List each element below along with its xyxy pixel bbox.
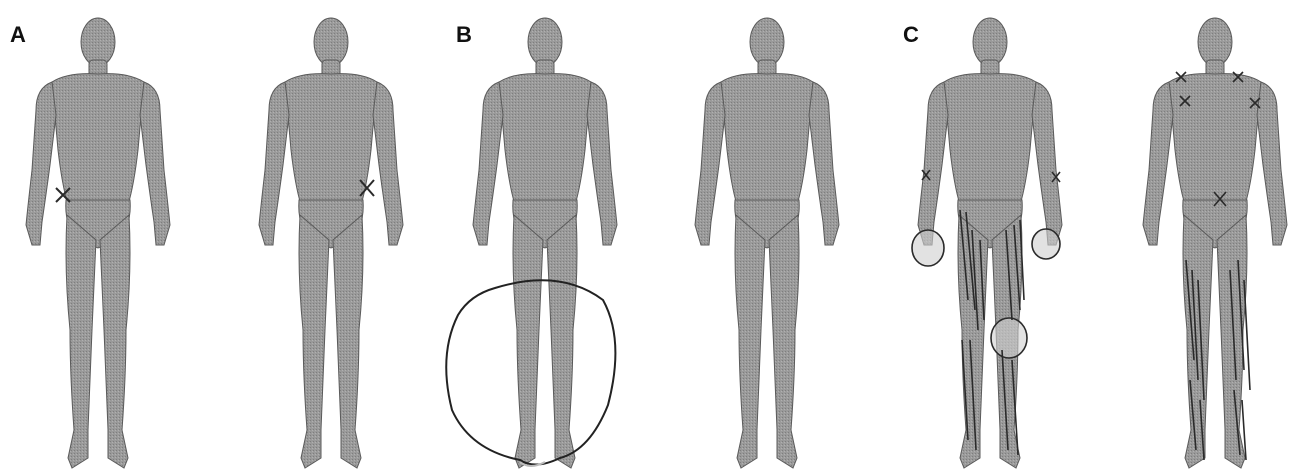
right-hand-circle	[1032, 229, 1060, 259]
panel-b-front-figure	[473, 18, 617, 468]
panel-c-back-figure	[1143, 18, 1287, 468]
panel-a-front-figure	[26, 18, 170, 468]
left-hand-circle	[912, 230, 944, 266]
panel-a-back-figure	[259, 18, 403, 468]
knee-circle	[991, 318, 1027, 358]
panel-b-back-figure	[695, 18, 839, 468]
